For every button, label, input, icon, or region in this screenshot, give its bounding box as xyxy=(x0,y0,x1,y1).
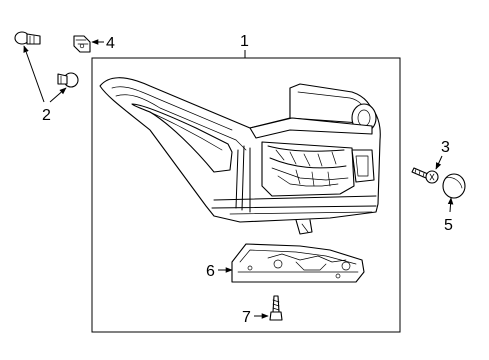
callout-3-label: 3 xyxy=(441,139,450,156)
push-pin-upper xyxy=(14,31,41,45)
callout-4-label: 4 xyxy=(106,35,115,52)
screw-part-7 xyxy=(269,295,283,321)
screw-part-3 xyxy=(411,167,439,184)
tail-lamp-assembly xyxy=(99,77,381,235)
callout-2-label: 2 xyxy=(42,107,51,124)
callout-4: 4 xyxy=(91,35,115,52)
callout-6: 6 xyxy=(206,263,233,280)
callout-6-label: 6 xyxy=(206,263,215,280)
cap-part-5 xyxy=(442,173,466,199)
clip-nut xyxy=(73,35,91,53)
assembly-frame xyxy=(91,57,401,333)
mounting-bracket xyxy=(231,243,365,283)
callout-3: 3 xyxy=(435,139,450,170)
callout-5-label: 5 xyxy=(444,217,453,234)
callout-1-label: 1 xyxy=(240,33,249,50)
callout-7: 7 xyxy=(242,309,269,326)
push-pin-lower xyxy=(57,72,79,88)
callout-2: 2 xyxy=(23,45,67,124)
callout-5: 5 xyxy=(444,197,454,234)
callout-7-label: 7 xyxy=(242,309,251,326)
callout-1: 1 xyxy=(240,33,249,58)
